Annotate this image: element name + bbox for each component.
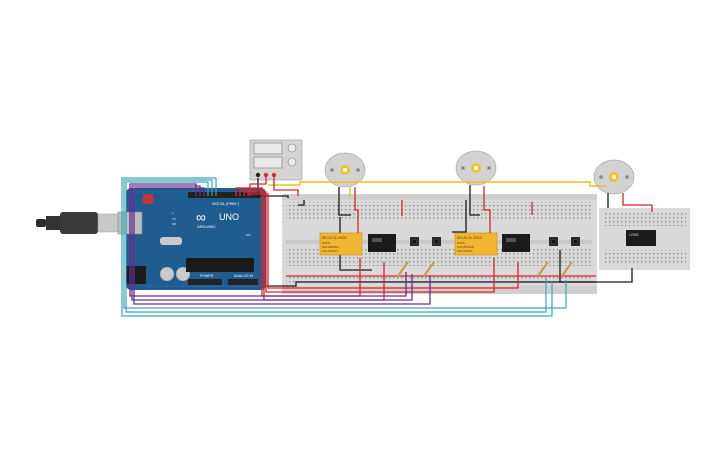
usb-cable[interactable] [36, 212, 127, 234]
push-button-3[interactable] [549, 237, 558, 246]
power-label: POWER [200, 274, 214, 278]
analog-header[interactable] [228, 279, 258, 285]
arduino-uno-board[interactable]: ∞ UNO ARDUINO DIGITAL (PWM~) POWER ANALO… [117, 188, 266, 290]
chip-label: L293D [629, 233, 640, 237]
analog-label: ANALOG IN [234, 274, 254, 278]
push-button-1[interactable] [410, 237, 419, 246]
digital-label: DIGITAL (PWM~) [212, 202, 239, 206]
relay-1-line-3: 10A 30VDC [322, 249, 339, 253]
rx-label: RX [172, 222, 176, 226]
relay-2-line-2: 10A 250VAC [457, 245, 475, 249]
relay-2-label: RELAY-SL-5VDC [457, 236, 483, 240]
board-name: UNO [219, 212, 239, 222]
relay-1-line-1: 5VDC [322, 241, 331, 245]
voltage-knob[interactable] [287, 143, 297, 153]
dc-motor-2[interactable] [455, 150, 497, 186]
dc-motor-1[interactable] [324, 152, 366, 188]
tx-label: TX [172, 217, 176, 221]
atmega-chip [186, 258, 254, 272]
yellow-wires[interactable] [268, 181, 606, 197]
current-knob[interactable] [287, 157, 297, 167]
resistors[interactable] [397, 261, 573, 277]
arduino-logo: ∞ [196, 209, 206, 225]
relay-2-line-3: 10A 30VDC [457, 249, 474, 253]
relay-1-label: RELAY-SL-5VDC [322, 236, 348, 240]
power-supply[interactable] [249, 139, 303, 181]
push-button-2[interactable] [432, 237, 441, 246]
module-2[interactable] [502, 234, 530, 252]
power-header[interactable] [188, 279, 222, 285]
cyan-wires[interactable] [121, 177, 567, 317]
red-wires[interactable] [235, 175, 653, 301]
relay-1-line-2: 10A 250VAC [322, 245, 340, 249]
on-label: ON [246, 233, 251, 237]
module-1[interactable] [368, 234, 396, 252]
board-subname: ARDUINO [197, 224, 215, 229]
l-label: L [172, 211, 174, 215]
push-button-4[interactable] [571, 237, 580, 246]
dc-motor-3[interactable] [593, 159, 635, 195]
digital-header[interactable] [188, 192, 260, 198]
relay-2-line-1: 5VDC [457, 241, 466, 245]
motor-driver-chip[interactable]: L293D [626, 230, 656, 246]
relay-1[interactable]: RELAY-SL-5VDC 5VDC 10A 250VAC 10A 30VDC [319, 232, 363, 256]
reset-button[interactable] [143, 194, 153, 204]
purple-wires[interactable] [129, 183, 431, 305]
power-jack [126, 266, 146, 284]
relay-2[interactable]: RELAY-SL-5VDC 5VDC 10A 250VAC 10A 30VDC [454, 232, 498, 256]
